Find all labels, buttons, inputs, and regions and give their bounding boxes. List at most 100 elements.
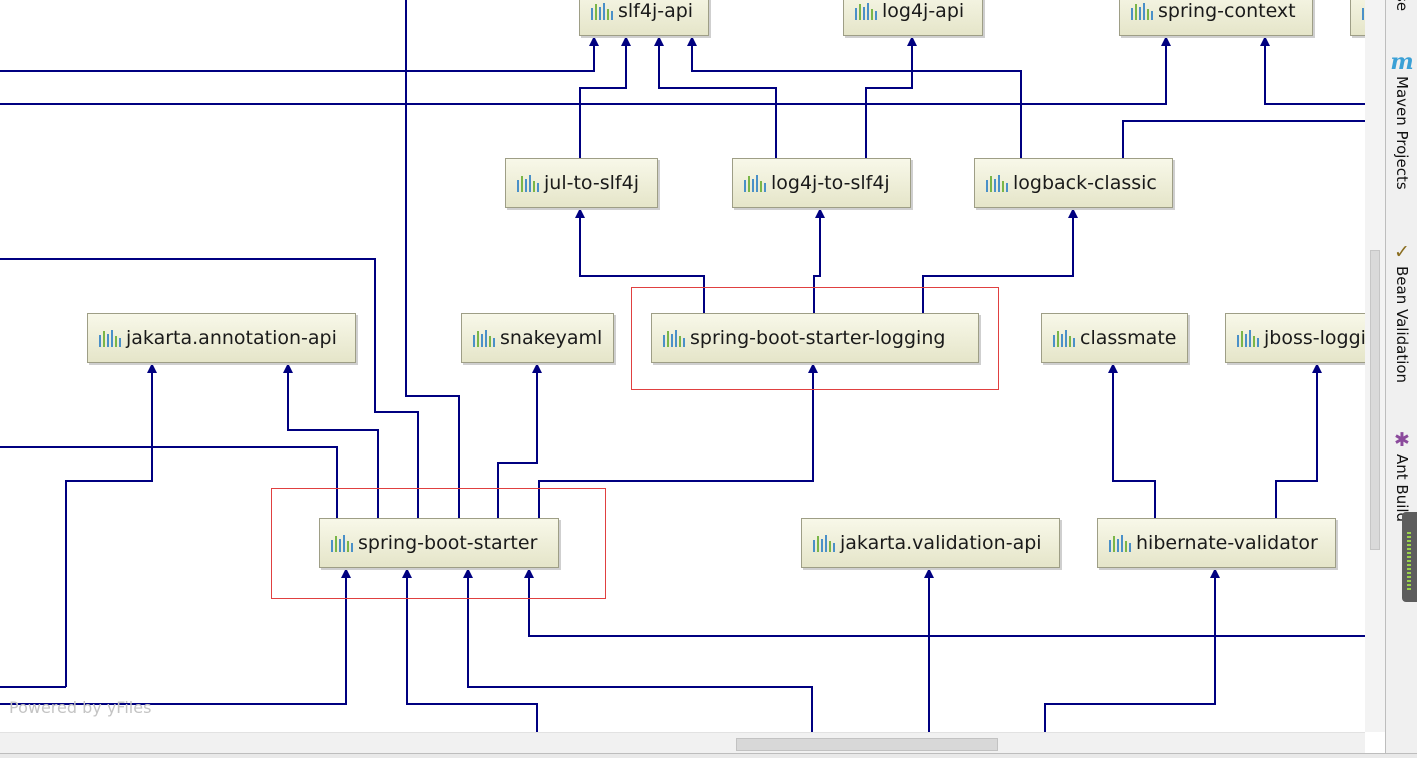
maven-module-icon (590, 2, 614, 20)
edge-arrowhead (589, 36, 599, 46)
horizontal-scrollbar-thumb[interactable] (736, 738, 998, 751)
node-label: jul-to-slf4j (544, 172, 639, 194)
node-partial-offscreen[interactable] (1350, 0, 1365, 36)
edge-arrowhead (907, 36, 917, 46)
right-tool-window-strip: se m Maven Projects ✓ Bean Validation ✱ … (1385, 0, 1417, 753)
dependency-edges (0, 0, 1365, 732)
node-label: spring-boot-starter (358, 532, 538, 554)
tool-tab-partial[interactable]: se (1388, 0, 1416, 11)
edge-starter-starter-logging (538, 363, 818, 518)
node-spring-boot-starter-logging[interactable]: spring-boot-starter-logging (651, 313, 979, 363)
edge-arrowhead (924, 568, 934, 578)
node-label: jakarta.annotation-api (126, 327, 337, 349)
node-snakeyaml[interactable]: snakeyaml (461, 313, 614, 363)
node-label: spring-context (1158, 0, 1296, 22)
edge-arrowhead (1312, 363, 1322, 373)
edge-bottom-to-starter-3 (463, 568, 813, 732)
maven-module-icon (1108, 534, 1132, 552)
node-label: hibernate-validator (1136, 532, 1318, 554)
edge-arrowhead (463, 568, 473, 578)
bean-validation-label: Bean Validation (1393, 266, 1411, 384)
edge-left-to-spring-context (0, 36, 1171, 105)
edge-arrowhead (524, 568, 534, 578)
node-label: snakeyaml (500, 327, 603, 349)
node-log4j-to-slf4j[interactable]: log4j-to-slf4j (732, 158, 911, 208)
edge-arrowhead (1260, 36, 1270, 46)
edge-arrowhead (341, 568, 351, 578)
edge-arrowhead (402, 568, 412, 578)
maven-module-icon (98, 329, 122, 347)
edge-arrowhead (1210, 568, 1220, 578)
maven-module-icon (472, 329, 496, 347)
edge-arrowhead (147, 363, 157, 373)
edge-arrowhead (532, 363, 542, 373)
edge-bottom-to-validation-api (924, 568, 934, 732)
maven-module-icon (1236, 329, 1260, 347)
edge-arrowhead (808, 363, 818, 373)
edge-hibernate-jboss (1275, 363, 1322, 518)
memory-indicator[interactable] (1402, 512, 1417, 602)
edge-starter-logging-logback (922, 208, 1078, 313)
edge-left-to-slf4j-api (0, 36, 599, 72)
node-slf4j-api[interactable]: slf4j-api (579, 0, 709, 36)
maven-module-icon (854, 2, 878, 20)
maven-module-icon (1361, 2, 1365, 20)
node-label: classmate (1080, 327, 1177, 349)
node-label: spring-boot-starter-logging (690, 327, 946, 349)
node-hibernate-validator[interactable]: hibernate-validator (1097, 518, 1336, 568)
edge-arrowhead (687, 36, 697, 46)
ant-build-label: Ant Build (1393, 454, 1411, 523)
tool-tab-ant-build[interactable]: ✱ Ant Build (1388, 430, 1416, 522)
edge-bottom-to-starter-1 (0, 568, 351, 705)
edge-hibernate-classmate (1108, 363, 1156, 518)
tool-tab-bean-validation[interactable]: ✓ Bean Validation (1388, 242, 1416, 383)
maven-module-icon (1052, 329, 1076, 347)
node-spring-context[interactable]: spring-context (1119, 0, 1313, 36)
node-classmate[interactable]: classmate (1041, 313, 1188, 363)
maven-icon: m (1390, 49, 1414, 75)
selection-box-spring-boot-starter (271, 488, 606, 599)
node-jakarta-validation-api[interactable]: jakarta.validation-api (801, 518, 1060, 568)
maven-module-icon (662, 329, 686, 347)
maven-projects-label: Maven Projects (1393, 76, 1411, 190)
dependency-diagram-canvas[interactable]: slf4j-api log4j-api spring-context jul-t… (0, 0, 1365, 732)
edge-log4j-to-slf4j-slf4j-api (654, 36, 777, 158)
maven-module-icon (812, 534, 836, 552)
edge-bottom-to-hibernate (1044, 568, 1220, 732)
node-label: slf4j-api (618, 0, 694, 22)
edge-starter-annotation-api (283, 363, 379, 518)
node-log4j-api[interactable]: log4j-api (843, 0, 983, 36)
edge-logback-classic-slf4j-api (687, 36, 1022, 158)
node-jakarta-annotation-api[interactable]: jakarta.annotation-api (87, 313, 356, 363)
edge-starter-left (0, 446, 338, 518)
edge-starter-logging-log4j-to-slf4j (813, 208, 825, 313)
node-logback-classic[interactable]: logback-classic (974, 158, 1173, 208)
edge-starter-snakeyaml (497, 363, 542, 518)
maven-module-icon (330, 534, 354, 552)
node-label: jboss-logging (1264, 327, 1365, 349)
memory-indicator-fill (1407, 532, 1411, 592)
yfiles-watermark: Powered by yFiles (9, 698, 152, 717)
node-jboss-logging[interactable]: jboss-logging (1225, 313, 1365, 363)
vertical-scrollbar-thumb[interactable] (1370, 250, 1380, 550)
node-label: jakarta.validation-api (840, 532, 1042, 554)
tool-tab-maven-projects[interactable]: m Maven Projects (1388, 49, 1416, 190)
edge-starter-top-2 (405, 0, 460, 518)
edge-right-to-starter (524, 568, 1365, 637)
horizontal-scrollbar[interactable] (0, 732, 1365, 754)
status-divider (0, 753, 1417, 758)
edge-left-to-annotation-api (65, 363, 157, 687)
edge-arrowhead (1161, 36, 1171, 46)
edge-arrowhead (815, 208, 825, 218)
ant-icon: ✱ (1394, 429, 1410, 451)
edge-arrowhead (621, 36, 631, 46)
selection-box-spring-boot-starter-logging (631, 287, 999, 390)
bean-validation-icon: ✓ (1394, 241, 1410, 263)
vertical-scrollbar[interactable] (1365, 0, 1385, 732)
edge-arrowhead (654, 36, 664, 46)
edge-arrowhead (1068, 208, 1078, 218)
edge-right-to-logback-classic (1122, 120, 1365, 158)
node-spring-boot-starter[interactable]: spring-boot-starter (319, 518, 559, 568)
node-jul-to-slf4j[interactable]: jul-to-slf4j (505, 158, 658, 208)
edge-bottom-to-starter-2 (402, 568, 538, 732)
